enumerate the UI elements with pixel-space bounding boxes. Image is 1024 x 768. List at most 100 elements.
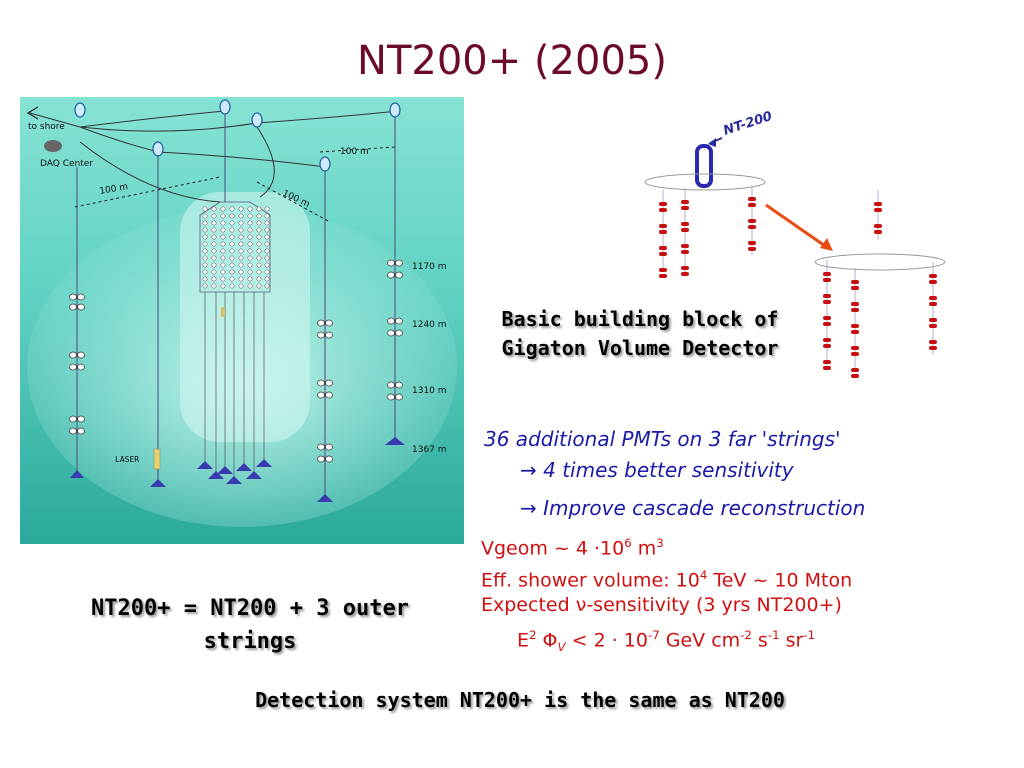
pmt bbox=[220, 234, 226, 240]
pmt bbox=[659, 208, 667, 212]
pmt bbox=[395, 381, 403, 389]
pmt bbox=[929, 340, 937, 344]
pmt bbox=[748, 219, 756, 223]
pmt bbox=[874, 208, 882, 212]
pmt bbox=[851, 330, 859, 334]
pmt bbox=[229, 206, 235, 212]
flux-gev: GeV cm bbox=[659, 629, 741, 652]
pmt bbox=[202, 241, 208, 247]
sensitivity-text: 4 times better sensitivity bbox=[543, 458, 794, 482]
pmt bbox=[851, 368, 859, 372]
cluster-ring-2 bbox=[814, 253, 946, 271]
surface-cables bbox=[29, 110, 399, 203]
pmt bbox=[325, 331, 333, 339]
pmt bbox=[238, 227, 244, 233]
pmt bbox=[823, 294, 831, 298]
pmt bbox=[823, 322, 831, 326]
pmt bbox=[317, 379, 325, 387]
pmt bbox=[264, 213, 270, 219]
pmt bbox=[229, 255, 235, 261]
pmt bbox=[211, 206, 217, 212]
pmt bbox=[681, 272, 689, 276]
flux-exp-4: -1 bbox=[803, 628, 816, 642]
pmt bbox=[77, 303, 85, 311]
arrow-head-icon bbox=[708, 138, 716, 147]
pmt bbox=[851, 286, 859, 290]
pmt bbox=[681, 222, 689, 226]
cluster-ring-1 bbox=[644, 173, 766, 191]
pmt bbox=[851, 346, 859, 350]
pmt bbox=[395, 271, 403, 279]
nt200-tag: NT-200 bbox=[708, 110, 774, 147]
pmt bbox=[325, 443, 333, 451]
cascade-line: → Improve cascade reconstruction bbox=[520, 496, 865, 520]
flux-mid: < 2 · 10 bbox=[565, 629, 648, 652]
pmt bbox=[823, 360, 831, 364]
pmt bbox=[659, 202, 667, 206]
pmt bbox=[77, 351, 85, 359]
pmt bbox=[202, 220, 208, 226]
pmt bbox=[681, 266, 689, 270]
pmt bbox=[229, 262, 235, 268]
pmt bbox=[851, 374, 859, 378]
expected-prefix: Expected bbox=[481, 594, 576, 616]
pmt bbox=[325, 319, 333, 327]
arrow-icon: → bbox=[520, 458, 537, 482]
pmt bbox=[874, 224, 882, 228]
pmt bbox=[238, 269, 244, 275]
cascade-text: Improve cascade reconstruction bbox=[543, 496, 866, 520]
pmt bbox=[317, 455, 325, 463]
pmt bbox=[823, 300, 831, 304]
pmt bbox=[202, 234, 208, 240]
pmt bbox=[69, 415, 77, 423]
pmt bbox=[659, 224, 667, 228]
flux-e: E bbox=[517, 629, 530, 652]
pmt bbox=[929, 324, 937, 328]
pmt bbox=[211, 248, 217, 254]
pmt bbox=[220, 269, 226, 275]
pmt bbox=[387, 381, 395, 389]
flux-phi-sub: V bbox=[557, 640, 566, 655]
flux-exp-1: -7 bbox=[647, 628, 660, 642]
pmt bbox=[202, 269, 208, 275]
pmt bbox=[202, 206, 208, 212]
label-daq-center: DAQ Center bbox=[40, 159, 93, 169]
flux-s: s bbox=[751, 629, 768, 652]
pmt bbox=[387, 271, 395, 279]
pmt bbox=[77, 363, 85, 371]
pmt bbox=[247, 276, 253, 282]
caption-line-1: NT200+ = NT200 + 3 outer bbox=[91, 596, 409, 621]
pmt bbox=[256, 269, 262, 275]
pmt bbox=[325, 379, 333, 387]
pmt bbox=[220, 262, 226, 268]
pmt bbox=[247, 220, 253, 226]
label-depth-1240: 1240 m bbox=[412, 320, 447, 330]
pmt bbox=[211, 262, 217, 268]
pmt bbox=[256, 276, 262, 282]
pmt bbox=[220, 283, 226, 289]
pmt bbox=[748, 247, 756, 251]
string-anchors bbox=[70, 437, 405, 502]
pmts-line: 36 additional PMTs on 3 far 'strings' bbox=[484, 427, 841, 451]
pmt bbox=[256, 220, 262, 226]
pmt bbox=[220, 248, 226, 254]
slide-title: NT200+ (2005) bbox=[357, 38, 667, 84]
pmt bbox=[77, 293, 85, 301]
pmt bbox=[264, 283, 270, 289]
buoys bbox=[74, 99, 401, 172]
pmt bbox=[229, 220, 235, 226]
vgeom-unit: m bbox=[631, 537, 657, 560]
eff-prefix: Eff. shower volume: 10 bbox=[481, 569, 700, 592]
building-block-text: Basic building block of Gigaton Volume D… bbox=[480, 305, 800, 363]
pmt bbox=[247, 206, 253, 212]
flux-limit-line: E2 ΦV < 2 · 10-7 GeV cm-2 s-1 sr-1 bbox=[517, 621, 815, 661]
pmt bbox=[659, 274, 667, 278]
pmt bbox=[264, 206, 270, 212]
pmt bbox=[256, 234, 262, 240]
label-laser: LASER bbox=[115, 455, 139, 464]
label-to-shore: to shore bbox=[28, 122, 65, 132]
pmt bbox=[681, 200, 689, 204]
pmt bbox=[238, 276, 244, 282]
pmt bbox=[220, 220, 226, 226]
nu-symbol: ν bbox=[575, 594, 587, 616]
